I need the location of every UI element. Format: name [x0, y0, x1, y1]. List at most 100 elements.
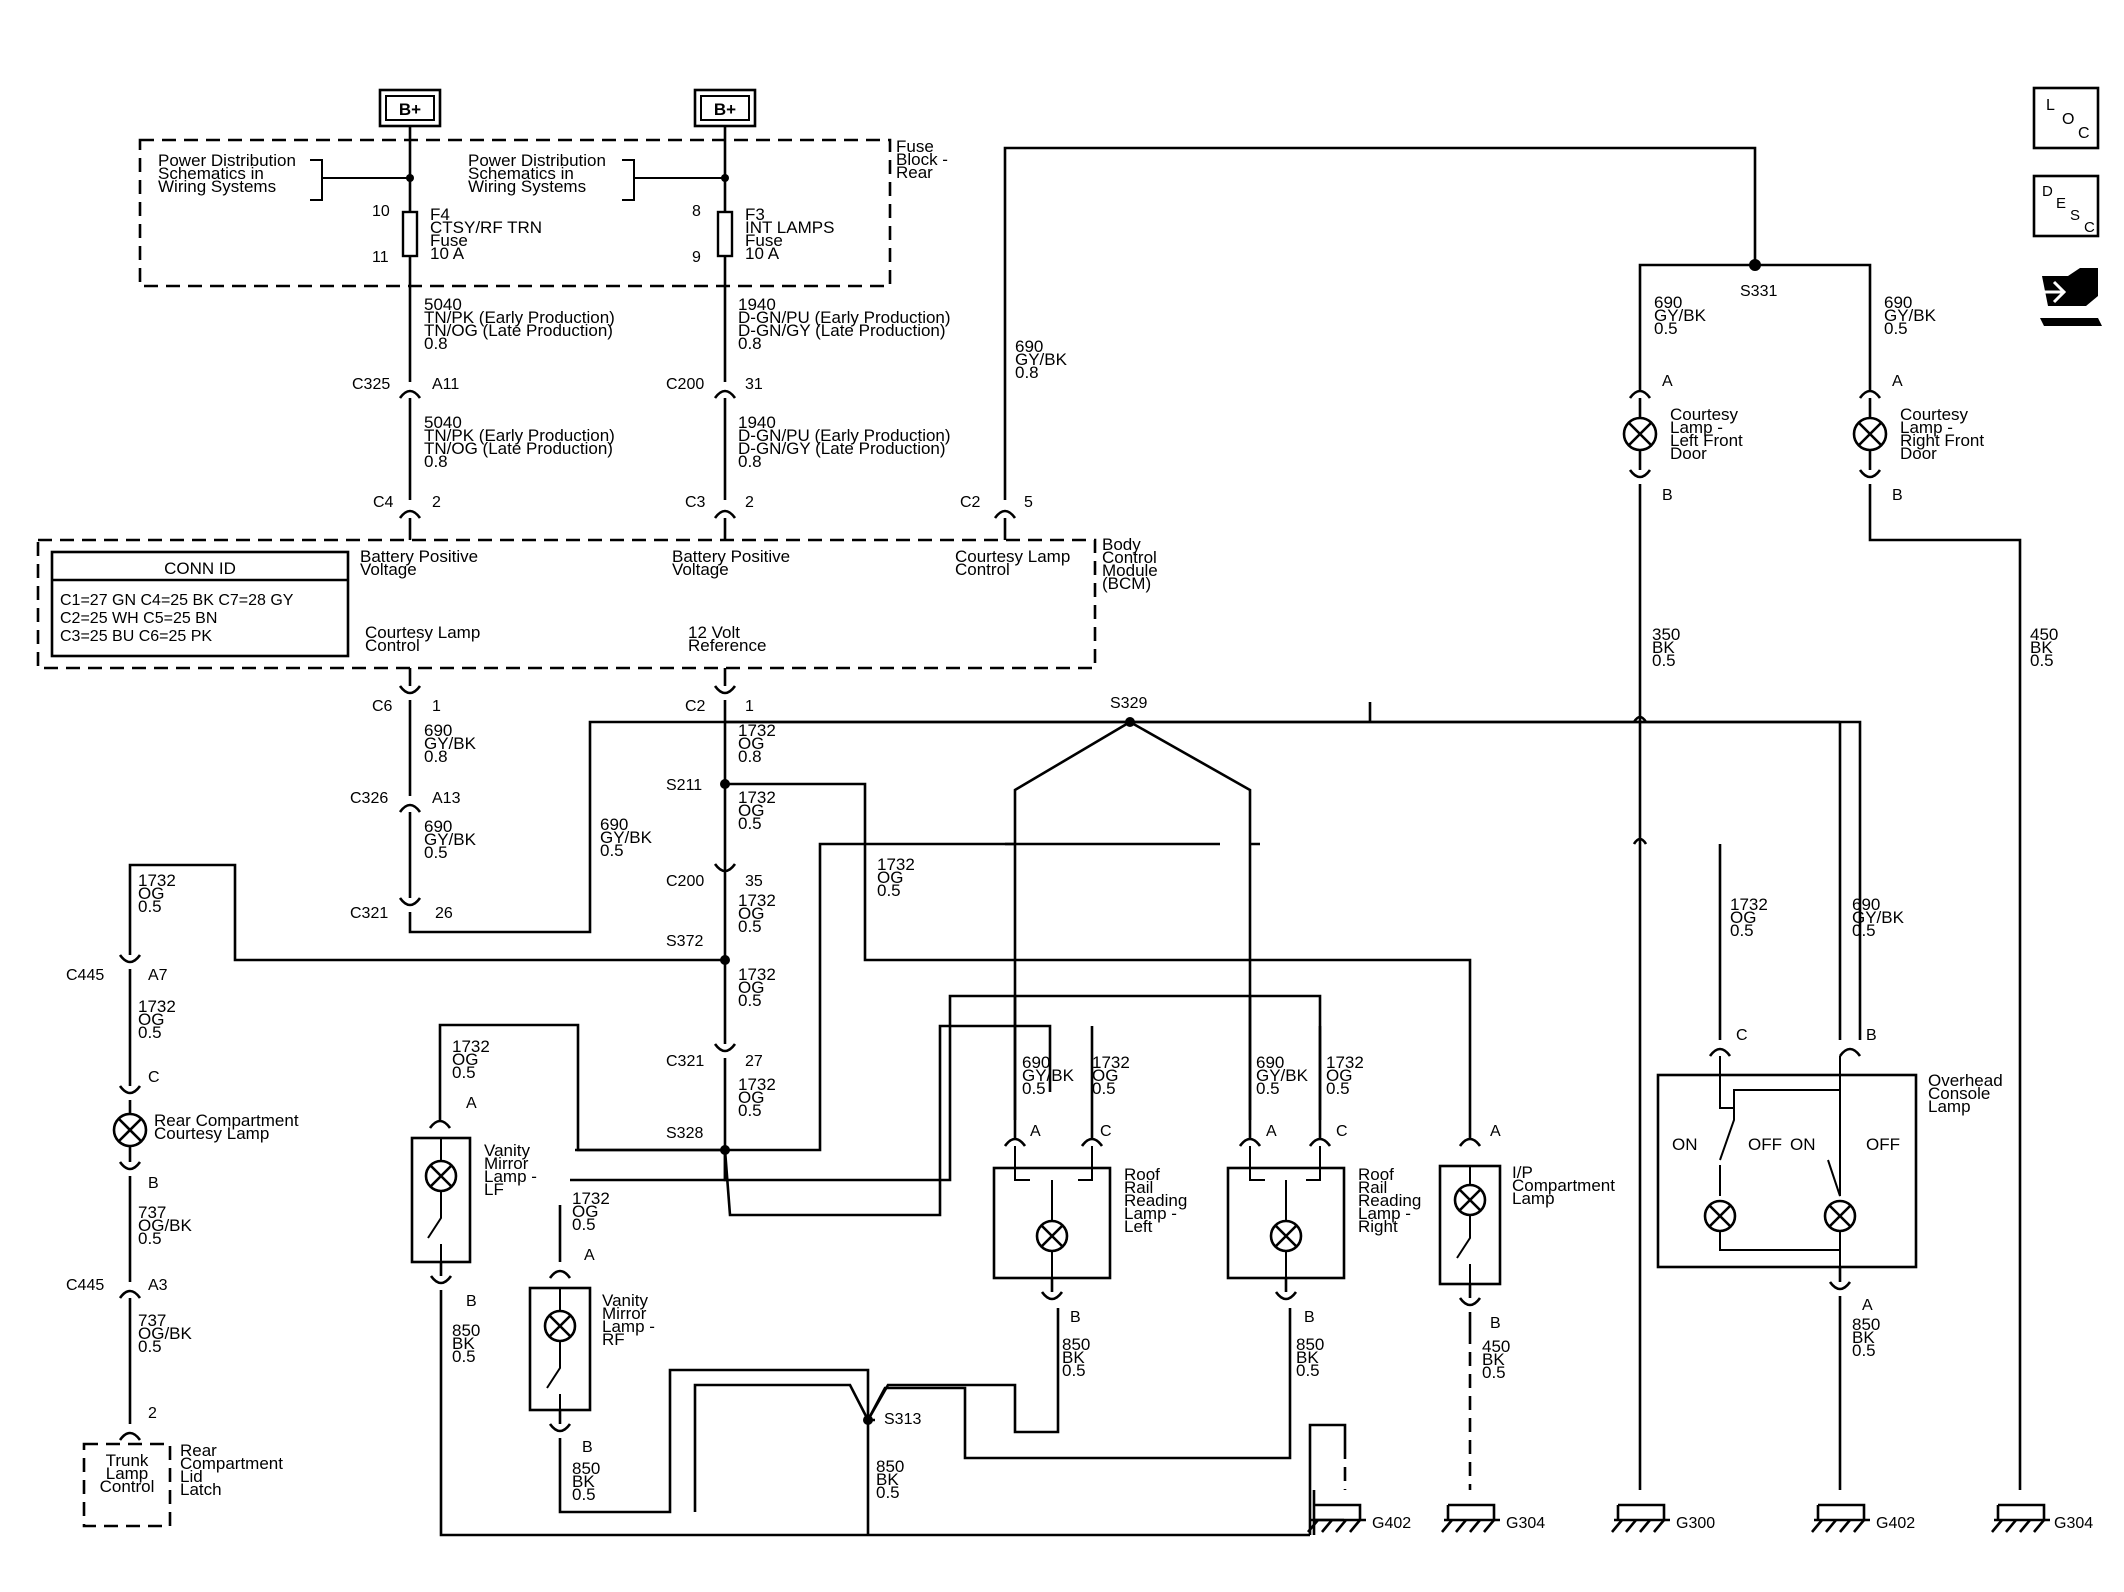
- splice-s329: S329: [1110, 695, 1147, 712]
- conn-id-table: CONN ID C1=27 GN C4=25 BK C7=28 GY C2=25…: [50, 550, 350, 658]
- svg-text:10: 10: [372, 203, 390, 220]
- svg-text:G402: G402: [1876, 1515, 1915, 1532]
- trunk-lamp-control: [82, 1442, 172, 1528]
- desc-icon[interactable]: D E S C: [2032, 174, 2100, 238]
- svg-text:B: B: [1892, 487, 1903, 504]
- svg-text:A: A: [1662, 373, 1673, 390]
- svg-text:35: 35: [745, 873, 763, 890]
- svg-text:A: A: [584, 1247, 595, 1264]
- svg-text:A11: A11: [432, 376, 459, 393]
- svg-text:1: 1: [432, 698, 441, 715]
- svg-text:B: B: [582, 1439, 593, 1456]
- svg-text:A: A: [1030, 1123, 1041, 1140]
- svg-text:C1=27 GN C4=25 BK C7=28 GY: C1=27 GN C4=25 BK C7=28 GY: [60, 592, 294, 609]
- svg-text:C6: C6: [372, 698, 393, 715]
- ground-g304-b: G304: [1991, 1503, 2093, 1533]
- svg-text:C321: C321: [350, 905, 388, 922]
- courtesy-lamp-lf: [1622, 416, 1658, 452]
- svg-text:C2: C2: [960, 494, 981, 511]
- svg-text:C: C: [2084, 219, 2095, 236]
- svg-text:C326: C326: [350, 790, 388, 807]
- ground-g402-b: G402: [1811, 1503, 1915, 1533]
- overhead-console-lamp: [1656, 1073, 1918, 1269]
- loc-icon[interactable]: L O C: [2032, 86, 2100, 150]
- svg-text:1: 1: [745, 698, 754, 715]
- svg-text:C2=25 WH C5=25 BN: C2=25 WH C5=25 BN: [60, 610, 217, 627]
- svg-text:5: 5: [1024, 494, 1033, 511]
- svg-text:B+: B+: [714, 100, 736, 119]
- bcm-outline: [36, 538, 1097, 670]
- svg-text:ON: ON: [1790, 1135, 1816, 1154]
- svg-text:C3: C3: [685, 494, 706, 511]
- svg-text:A13: A13: [432, 790, 461, 807]
- svg-text:11: 11: [372, 249, 389, 266]
- svg-text:C2: C2: [685, 698, 706, 715]
- splice-s313: S313: [884, 1411, 921, 1428]
- svg-text:ON: ON: [1672, 1135, 1698, 1154]
- connector-end-view-icon[interactable]: [2036, 268, 2102, 326]
- svg-text:C445: C445: [66, 1277, 104, 1294]
- svg-text:A: A: [1266, 1123, 1277, 1140]
- svg-text:G304: G304: [2054, 1515, 2093, 1532]
- svg-text:E: E: [2056, 195, 2066, 212]
- power-source-right: B+: [693, 88, 757, 128]
- svg-text:A: A: [1862, 1297, 1873, 1314]
- svg-text:C200: C200: [666, 873, 704, 890]
- svg-text:27: 27: [745, 1053, 763, 1070]
- svg-text:C445: C445: [66, 967, 104, 984]
- svg-text:C4: C4: [373, 494, 394, 511]
- svg-text:B: B: [1662, 487, 1673, 504]
- svg-text:A: A: [466, 1095, 477, 1112]
- svg-text:2: 2: [745, 494, 754, 511]
- svg-text:B: B: [1070, 1309, 1081, 1326]
- svg-text:C325: C325: [352, 376, 390, 393]
- svg-text:2: 2: [148, 1405, 157, 1422]
- splice-s211: S211: [666, 777, 702, 794]
- svg-text:B: B: [466, 1293, 477, 1310]
- svg-text:B: B: [148, 1175, 159, 1192]
- svg-text:B: B: [1304, 1309, 1315, 1326]
- svg-text:C: C: [1336, 1123, 1348, 1140]
- svg-text:B: B: [1866, 1027, 1877, 1044]
- svg-text:G304: G304: [1506, 1515, 1545, 1532]
- svg-text:C321: C321: [666, 1053, 704, 1070]
- svg-text:31: 31: [745, 376, 763, 393]
- svg-text:OFF: OFF: [1748, 1135, 1782, 1154]
- svg-text:C3=25 BU C6=25 PK: C3=25 BU C6=25 PK: [60, 628, 212, 645]
- ground-g402-a: G402: [1307, 1490, 1411, 1535]
